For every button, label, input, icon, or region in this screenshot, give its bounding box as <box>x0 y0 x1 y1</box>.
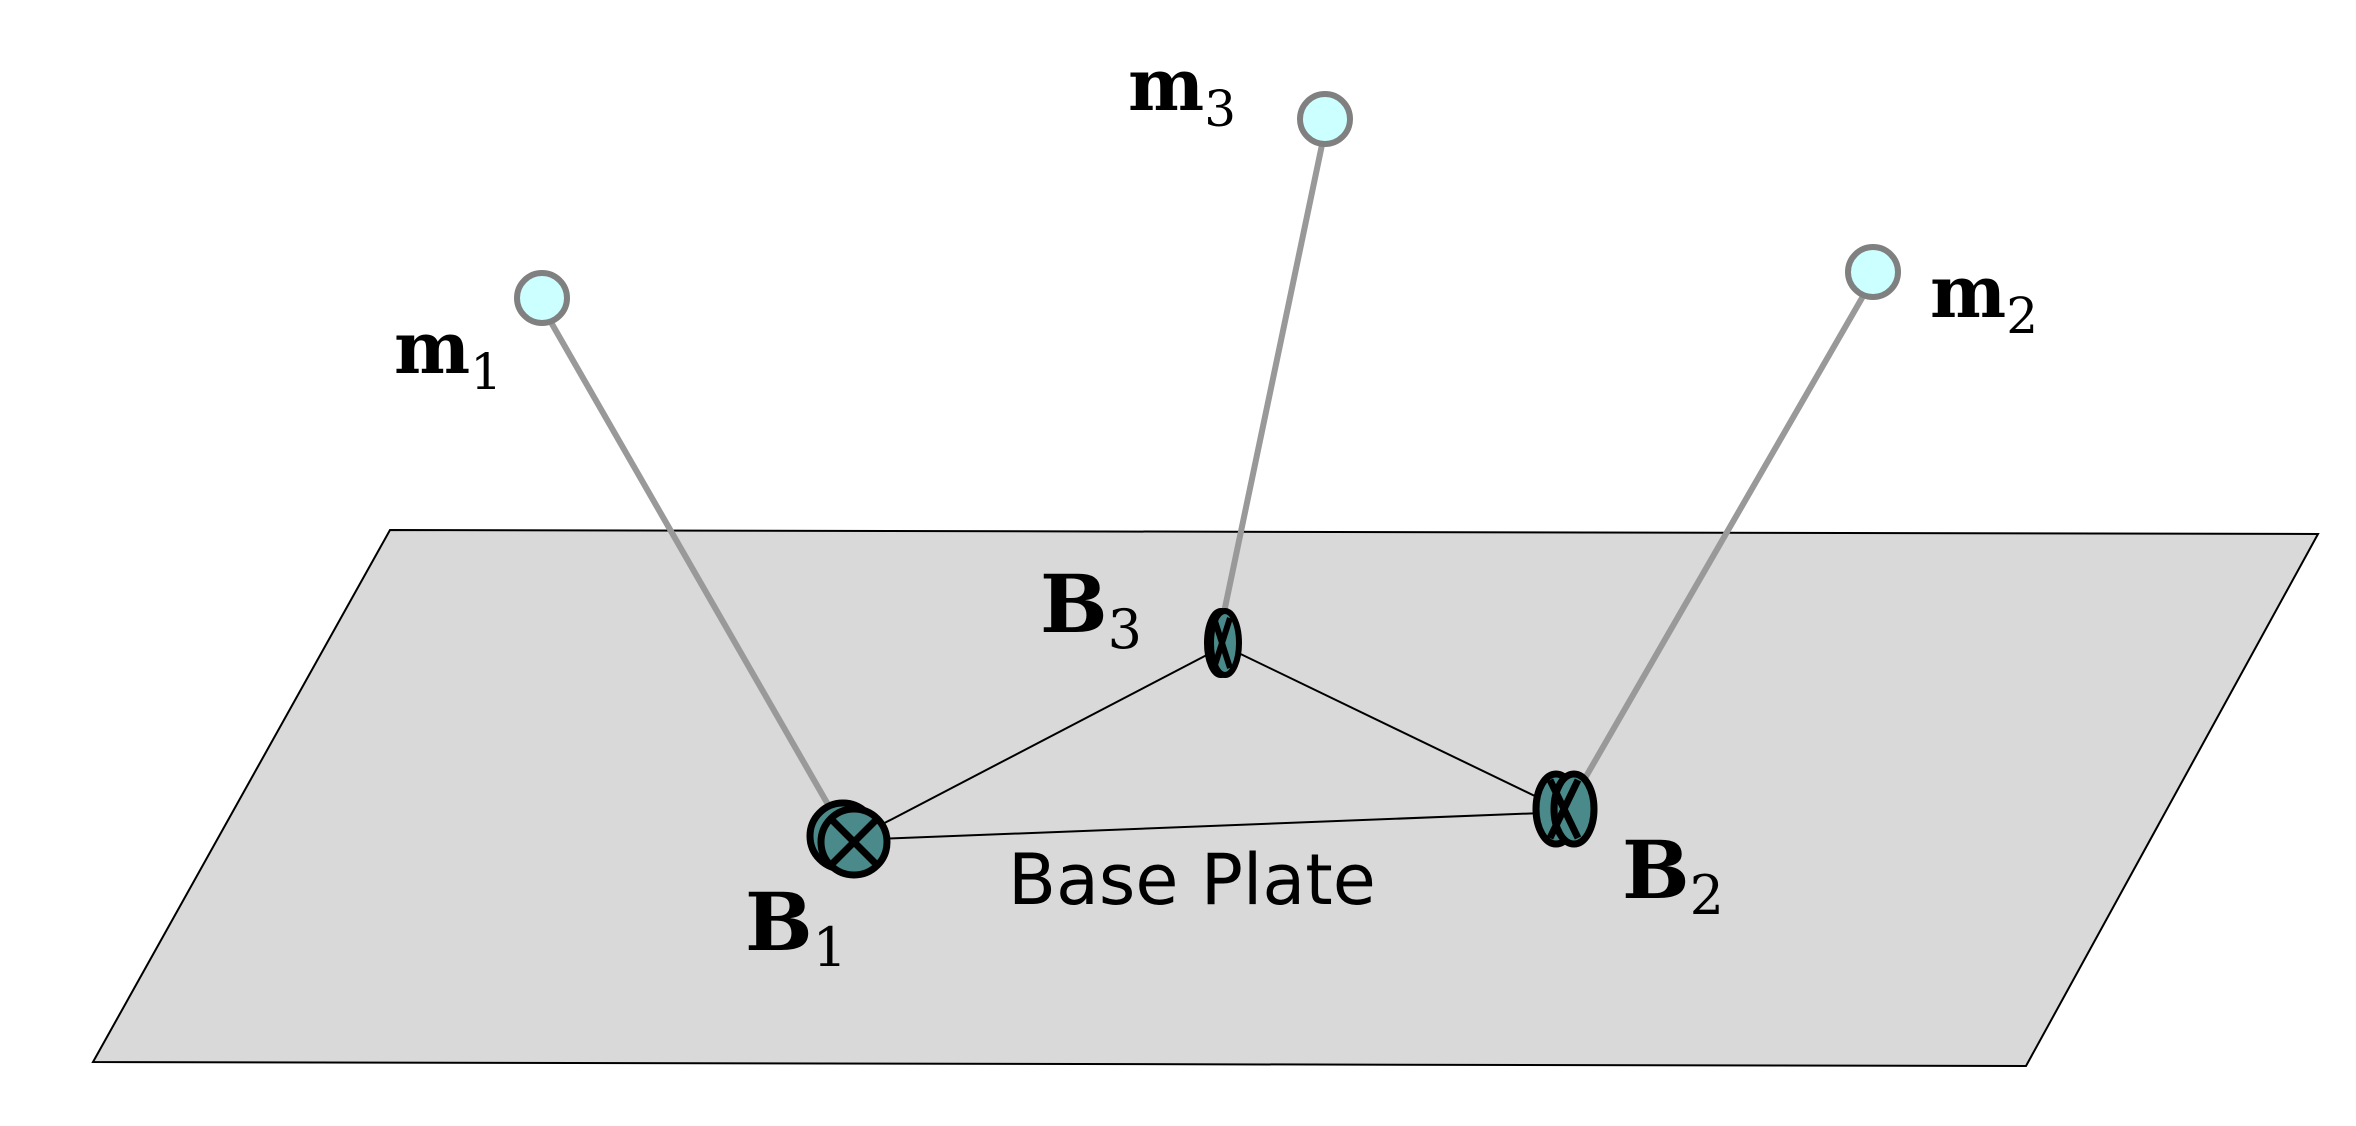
base-plate-label: Base Plate <box>1008 839 1376 921</box>
label-b3: B3 <box>1040 557 1142 661</box>
joint-b2-icon <box>1532 770 1598 848</box>
link-b3-b2 <box>1223 645 1569 813</box>
mass-m1 <box>514 270 570 326</box>
base-triangle-links <box>851 645 1569 841</box>
label-m1: m1 <box>394 305 502 401</box>
rod-b3-m3 <box>1219 137 1326 625</box>
label-b1: B1 <box>745 875 847 979</box>
masses <box>514 91 1901 326</box>
base-plate <box>91 528 2320 1068</box>
label-m2: m2 <box>1930 249 2038 345</box>
rod-b2-m2 <box>1581 295 1865 783</box>
joint-b3-icon <box>1204 608 1242 678</box>
link-b1-b3 <box>851 645 1225 841</box>
link-b1-b2 <box>851 811 1569 841</box>
joint-b1-icon <box>806 799 891 879</box>
mass-m2 <box>1845 244 1901 300</box>
mass-m3 <box>1297 91 1353 147</box>
label-m3: m3 <box>1128 42 1236 138</box>
rod-b1-m1 <box>549 321 833 811</box>
label-b2: B2 <box>1622 823 1724 927</box>
rods <box>549 137 1865 811</box>
